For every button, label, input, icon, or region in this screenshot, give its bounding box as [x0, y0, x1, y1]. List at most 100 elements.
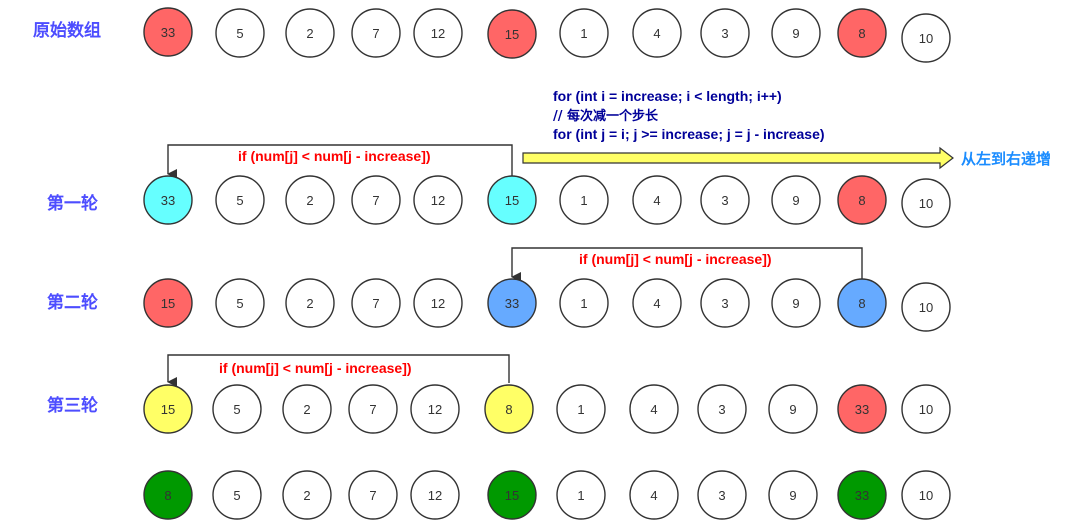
- array-node-value: 15: [161, 402, 175, 417]
- array-node-value: 5: [233, 488, 240, 503]
- array-node-circle: [901, 470, 951, 520]
- array-node: 3: [697, 470, 747, 520]
- array-node-value: 1: [580, 296, 587, 311]
- array-node-circle: [282, 384, 332, 434]
- array-node-circle: [410, 384, 460, 434]
- array-node-circle: [901, 13, 951, 63]
- array-node-value: 7: [372, 193, 379, 208]
- array-node: 33: [143, 175, 193, 225]
- array-node-circle: [837, 470, 887, 520]
- array-node-circle: [697, 384, 747, 434]
- array-node-value: 15: [505, 488, 519, 503]
- array-node-circle: [215, 8, 265, 58]
- array-node: 1: [559, 175, 609, 225]
- array-node-circle: [771, 278, 821, 328]
- direction-label: 从左到右递增: [961, 150, 1051, 168]
- array-node-value: 3: [718, 402, 725, 417]
- array-node-value: 8: [858, 193, 865, 208]
- array-node-circle: [285, 278, 335, 328]
- array-node: 9: [768, 470, 818, 520]
- array-node-circle: [215, 278, 265, 328]
- array-node-value: 33: [855, 488, 869, 503]
- array-node: 1: [556, 384, 606, 434]
- array-node-circle: [285, 175, 335, 225]
- array-node: 10: [901, 282, 951, 332]
- array-node-value: 1: [580, 193, 587, 208]
- array-node-value: 2: [306, 26, 313, 41]
- row-label-original: 原始数组: [33, 20, 101, 41]
- array-node-circle: [143, 175, 193, 225]
- array-node-value: 12: [431, 296, 445, 311]
- array-node: 15: [487, 9, 537, 59]
- array-node-circle: [143, 278, 193, 328]
- array-node-circle: [700, 278, 750, 328]
- array-node: 2: [285, 175, 335, 225]
- array-node-value: 4: [653, 26, 660, 41]
- array-node: 12: [410, 384, 460, 434]
- array-node-circle: [413, 175, 463, 225]
- array-node: 33: [487, 278, 537, 328]
- array-node: 8: [143, 470, 193, 520]
- array-node-circle: [768, 384, 818, 434]
- array-node-circle: [348, 470, 398, 520]
- array-node-value: 33: [161, 193, 175, 208]
- array-node: 10: [901, 470, 951, 520]
- array-node-circle: [559, 175, 609, 225]
- array-node: 10: [901, 384, 951, 434]
- array-node: 12: [413, 175, 463, 225]
- array-node-value: 33: [161, 25, 175, 40]
- array-node-value: 5: [233, 402, 240, 417]
- array-node-circle: [484, 384, 534, 434]
- array-node-circle: [413, 8, 463, 58]
- array-node: 10: [901, 13, 951, 63]
- array-node-circle: [700, 8, 750, 58]
- array-node-circle: [143, 7, 193, 57]
- array-node-circle: [487, 278, 537, 328]
- array-node: 33: [837, 384, 887, 434]
- array-node: 4: [632, 175, 682, 225]
- array-node-value: 8: [858, 26, 865, 41]
- array-node-value: 3: [721, 193, 728, 208]
- round-2-swap-connector: [511, 247, 863, 282]
- round-1-swap-connector: [167, 144, 513, 179]
- array-node: 2: [282, 470, 332, 520]
- array-node-value: 7: [369, 402, 376, 417]
- array-node-value: 9: [792, 26, 799, 41]
- array-node-circle: [629, 384, 679, 434]
- array-node-value: 10: [919, 402, 933, 417]
- array-node-value: 4: [650, 402, 657, 417]
- array-node: 8: [837, 175, 887, 225]
- array-node-circle: [901, 384, 951, 434]
- array-node-circle: [212, 470, 262, 520]
- array-node-value: 3: [721, 26, 728, 41]
- array-node: 3: [697, 384, 747, 434]
- array-node-circle: [556, 470, 606, 520]
- array-node-circle: [351, 278, 401, 328]
- array-node: 7: [351, 8, 401, 58]
- array-node-value: 15: [505, 193, 519, 208]
- array-node: 4: [632, 278, 682, 328]
- array-node-value: 4: [653, 296, 660, 311]
- array-node: 7: [351, 175, 401, 225]
- array-node-value: 4: [650, 488, 657, 503]
- array-node: 7: [348, 384, 398, 434]
- array-node-value: 12: [431, 193, 445, 208]
- code-line-inner-loop: for (int j = i; j >= increase; j = j - i…: [553, 126, 825, 142]
- array-node-circle: [771, 8, 821, 58]
- array-node-circle: [837, 278, 887, 328]
- array-node-circle: [215, 175, 265, 225]
- array-node: 9: [771, 175, 821, 225]
- array-node: 4: [629, 384, 679, 434]
- row-label-round-2: 第二轮: [47, 292, 98, 313]
- array-node-value: 7: [369, 488, 376, 503]
- array-node-circle: [410, 470, 460, 520]
- array-node: 9: [771, 278, 821, 328]
- array-node: 4: [632, 8, 682, 58]
- array-node-circle: [487, 9, 537, 59]
- array-node: 2: [285, 8, 335, 58]
- array-node-value: 3: [718, 488, 725, 503]
- array-node-circle: [487, 470, 537, 520]
- array-node: 15: [487, 470, 537, 520]
- array-node: 1: [559, 278, 609, 328]
